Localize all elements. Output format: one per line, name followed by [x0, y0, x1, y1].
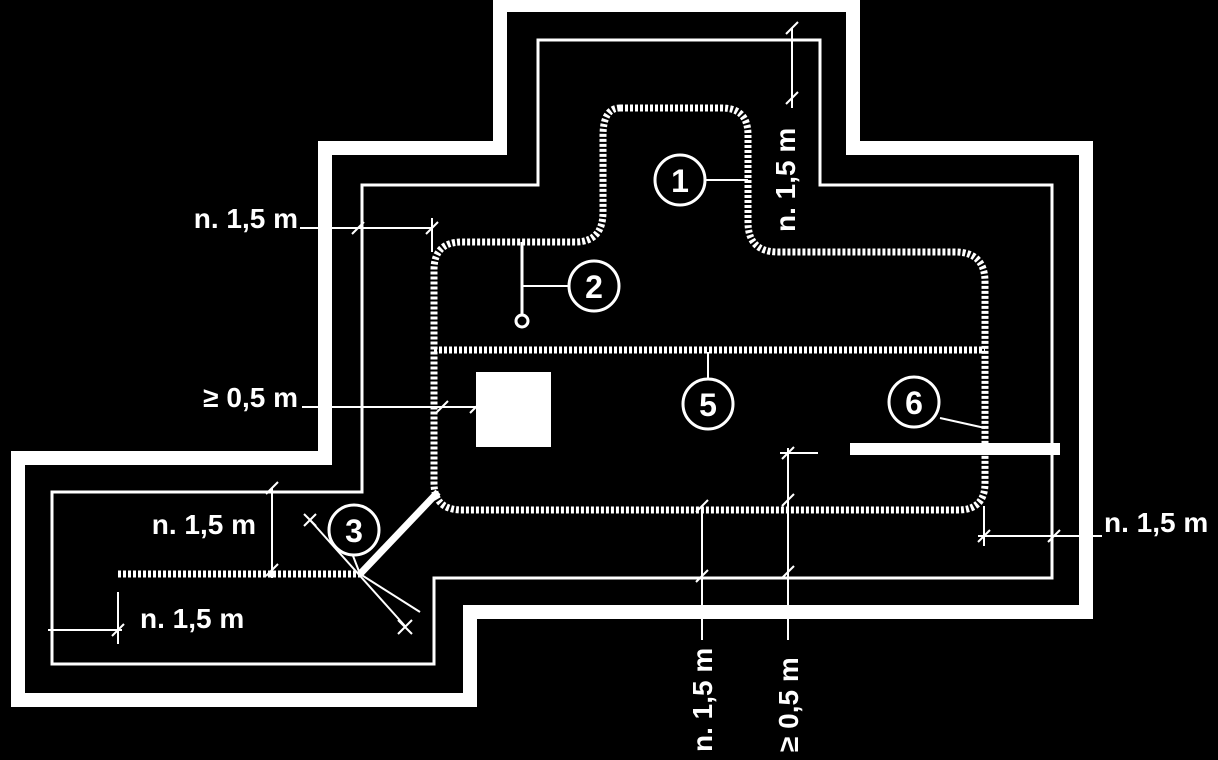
callout-number-3: 3 [345, 513, 363, 549]
pole-marker [514, 242, 530, 329]
callout-leaders [349, 179, 986, 575]
horizontal-bar [850, 443, 1060, 455]
outer-wall [11, 0, 1093, 707]
callout-circle-1 [653, 153, 707, 207]
entry-diagonal-line [357, 489, 441, 577]
dimension-lines [48, 21, 1102, 644]
callout-circle-3 [327, 503, 381, 557]
callout-circles [327, 153, 941, 557]
dimension-label-right: n. 1,5 m [1104, 507, 1208, 538]
dimension-label-left-mid: ≥ 0,5 m [203, 382, 298, 413]
callout-circle-5 [681, 377, 735, 431]
dotted-guide-path [118, 104, 989, 578]
dimension-label-top-right: n. 1,5 m [770, 128, 801, 232]
dimension-label-bottom-right-vertical: ≥ 0,5 m [773, 657, 804, 752]
dimension-label-bottom-left-vertical: n. 1,5 m [687, 648, 718, 752]
callout-number-2: 2 [585, 269, 603, 305]
callout-circle-6 [887, 375, 941, 429]
callout-number-5: 5 [699, 387, 717, 423]
callout-number-6: 6 [905, 385, 923, 421]
callout-number-1: 1 [671, 163, 689, 199]
dimension-label-left-bottom: n. 1,5 m [140, 603, 244, 634]
dimension-label-left-lower: n. 1,5 m [152, 509, 256, 540]
square-element [476, 372, 551, 447]
dimension-label-left-upper: n. 1,5 m [194, 203, 298, 234]
callout-circle-2 [567, 259, 621, 313]
